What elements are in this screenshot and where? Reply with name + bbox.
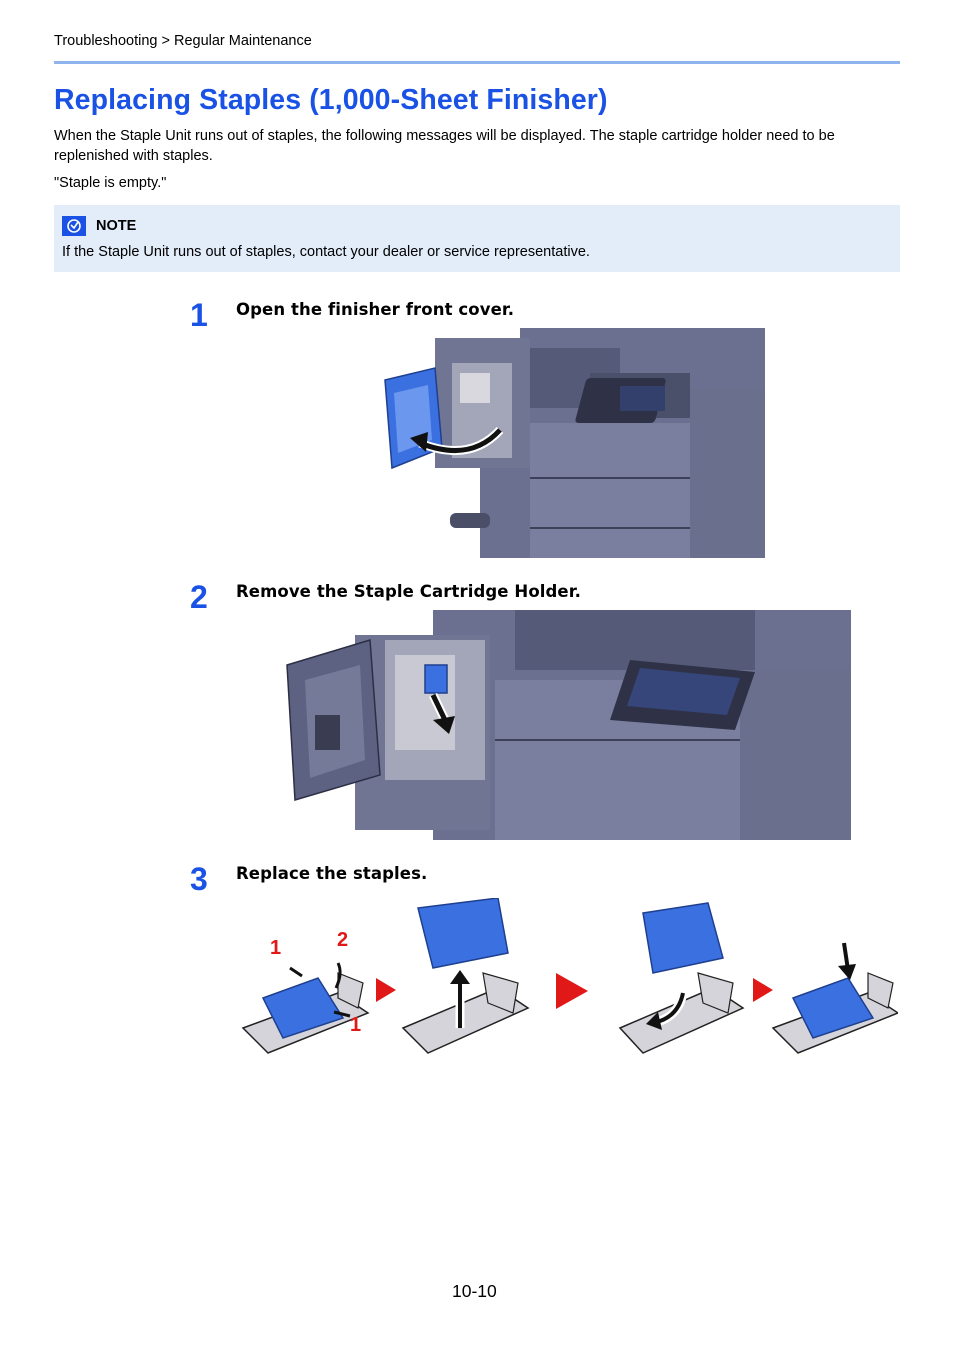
step-1-number: 1 bbox=[190, 297, 208, 333]
intro-paragraph: When the Staple Unit runs out of staples… bbox=[54, 128, 835, 164]
page-number: 10-10 bbox=[452, 1281, 497, 1301]
note-icon bbox=[62, 216, 86, 236]
step-3-text: Replace the staples. bbox=[236, 864, 428, 883]
header-rule bbox=[54, 61, 900, 64]
step-1-illustration bbox=[384, 328, 765, 558]
step-3-illustration: 1 2 1 bbox=[238, 898, 898, 1068]
callout-2: 2 bbox=[337, 929, 349, 951]
note-label: NOTE bbox=[96, 218, 137, 234]
callout-1-second: 1 bbox=[350, 1014, 362, 1036]
step-2-text: Remove the Staple Cartridge Holder. bbox=[236, 582, 581, 601]
callout-1: 1 bbox=[270, 937, 282, 959]
step-2-number: 2 bbox=[190, 579, 208, 615]
step-2-illustration bbox=[286, 610, 851, 840]
breadcrumb: Troubleshooting > Regular Maintenance bbox=[54, 33, 312, 49]
step-1-text: Open the finisher front cover. bbox=[236, 300, 515, 319]
display-message: "Staple is empty." bbox=[54, 175, 167, 191]
note-box: NOTE If the Staple Unit runs out of stap… bbox=[54, 205, 900, 272]
note-text: If the Staple Unit runs out of staples, … bbox=[62, 244, 590, 260]
page-title: Replacing Staples (1,000-Sheet Finisher) bbox=[54, 84, 608, 116]
staple-replacement-diagram bbox=[241, 898, 898, 1054]
step-3-number: 3 bbox=[190, 861, 208, 897]
